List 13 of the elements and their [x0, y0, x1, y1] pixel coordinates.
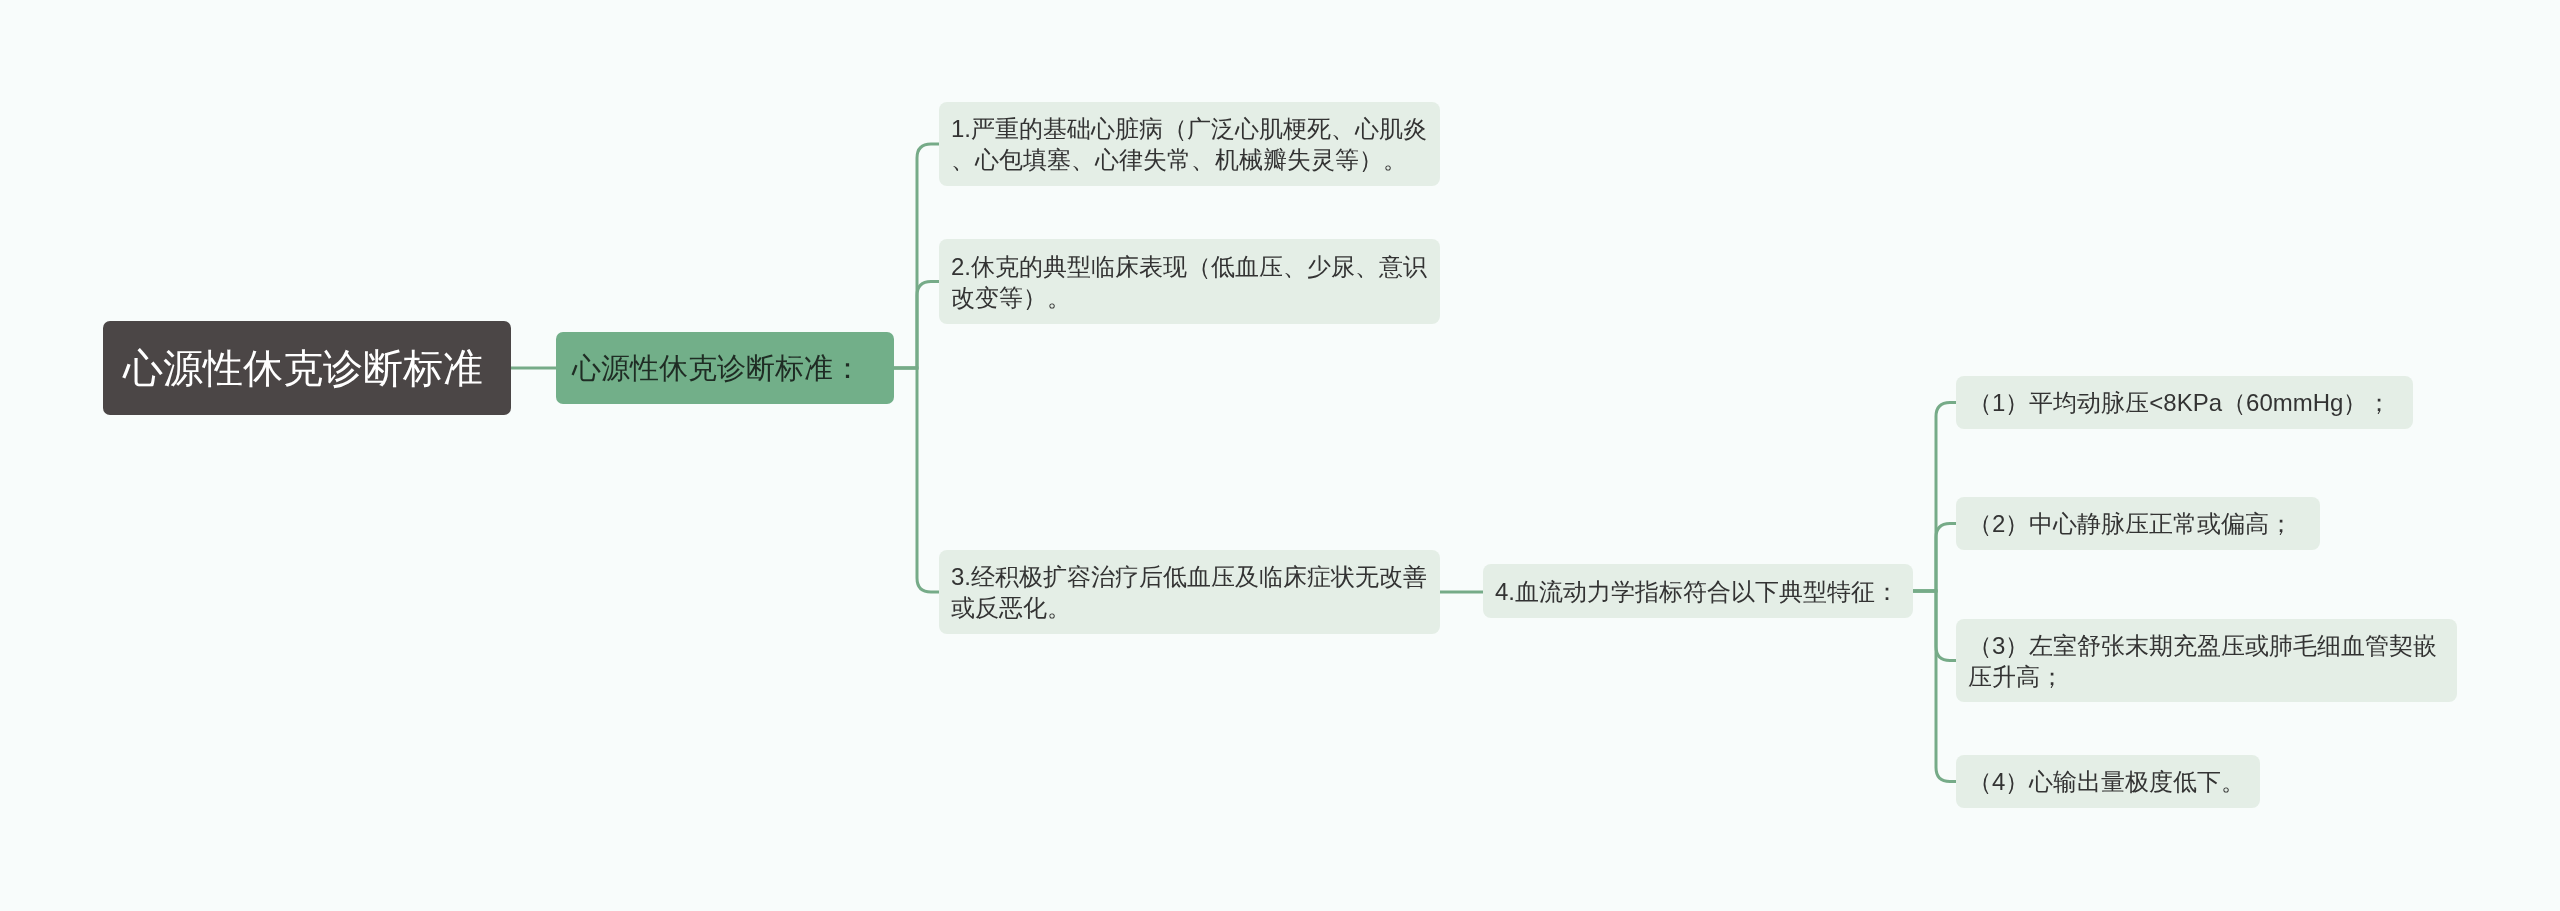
text-box: 2.休克的典型临床表现（低血压、少尿、意识改变等）。 — [939, 239, 1440, 324]
text-box: （3）左室舒张末期充盈压或肺毛细血管契嵌压升高； — [1956, 619, 2457, 702]
text-box: 1.严重的基础心脏病（广泛心肌梗死、心肌炎、心包填塞、心律失常、机械瓣失灵等）。 — [939, 102, 1440, 186]
topic-box: 心源性休克诊断标准 — [103, 321, 511, 415]
connector-line — [894, 366, 939, 594]
text-box: 3.经积极扩容治疗后低血压及临床症状无改善或反恶化。 — [939, 550, 1440, 634]
connector-line — [1440, 590, 1483, 594]
text-box: （1）平均动脉压<8KPa（60mmHg）； — [1956, 376, 2413, 429]
text-box: 4.血流动力学指标符合以下典型特征： — [1483, 564, 1913, 618]
text-box: （2）中心静脉压正常或偏高； — [1956, 497, 2320, 550]
connector-line — [511, 366, 556, 370]
subtopic-box: 心源性休克诊断标准： — [556, 332, 894, 404]
text-box: （4）心输出量极度低下。 — [1956, 755, 2260, 808]
